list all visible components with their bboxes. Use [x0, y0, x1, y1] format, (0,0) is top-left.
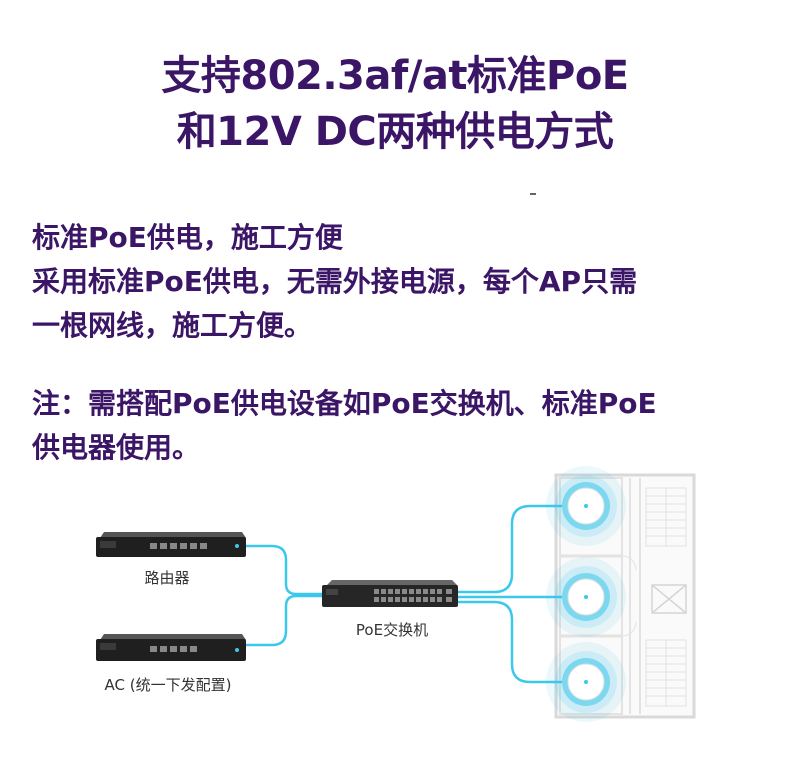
headline: 支持802.3af/at标准PoE 和12V DC两种供电方式	[0, 48, 790, 160]
body-text: 标准PoE供电，施工方便 采用标准PoE供电，无需外接电源，每个AP只需 一根网…	[32, 216, 772, 470]
ac-ports	[150, 646, 197, 652]
router-ports	[150, 543, 207, 549]
stairs-bottom	[645, 639, 687, 707]
note-line-1: 注：需搭配PoE供电设备如PoE交换机、标准PoE	[32, 387, 657, 420]
headline-line-2: 和12V DC两种供电方式	[176, 109, 614, 155]
access-point-bottom	[546, 642, 626, 722]
note-line-2: 供电器使用。	[32, 431, 201, 464]
ac-controller-device	[96, 634, 246, 661]
headline-line-1: 支持802.3af/at标准PoE	[161, 53, 629, 99]
access-point-middle	[546, 557, 626, 637]
network-cables	[246, 504, 562, 684]
router-label: 路由器	[144, 569, 189, 587]
stairs-top	[645, 487, 687, 547]
switch-label: PoE交换机	[356, 621, 428, 639]
feature-title: 标准PoE供电，施工方便	[32, 221, 343, 254]
feature-desc-line-1: 采用标准PoE供电，无需外接电源，每个AP只需	[32, 265, 638, 298]
access-point-top	[546, 466, 626, 546]
poe-switch-device	[322, 580, 458, 607]
switch-ports	[374, 589, 452, 602]
ac-label: AC (统一下发配置)	[105, 676, 232, 694]
feature-desc-line-2: 一根网线，施工方便。	[32, 309, 313, 342]
router-device	[96, 532, 246, 557]
decorative-dot	[530, 193, 536, 195]
elevator-icon	[651, 584, 687, 614]
